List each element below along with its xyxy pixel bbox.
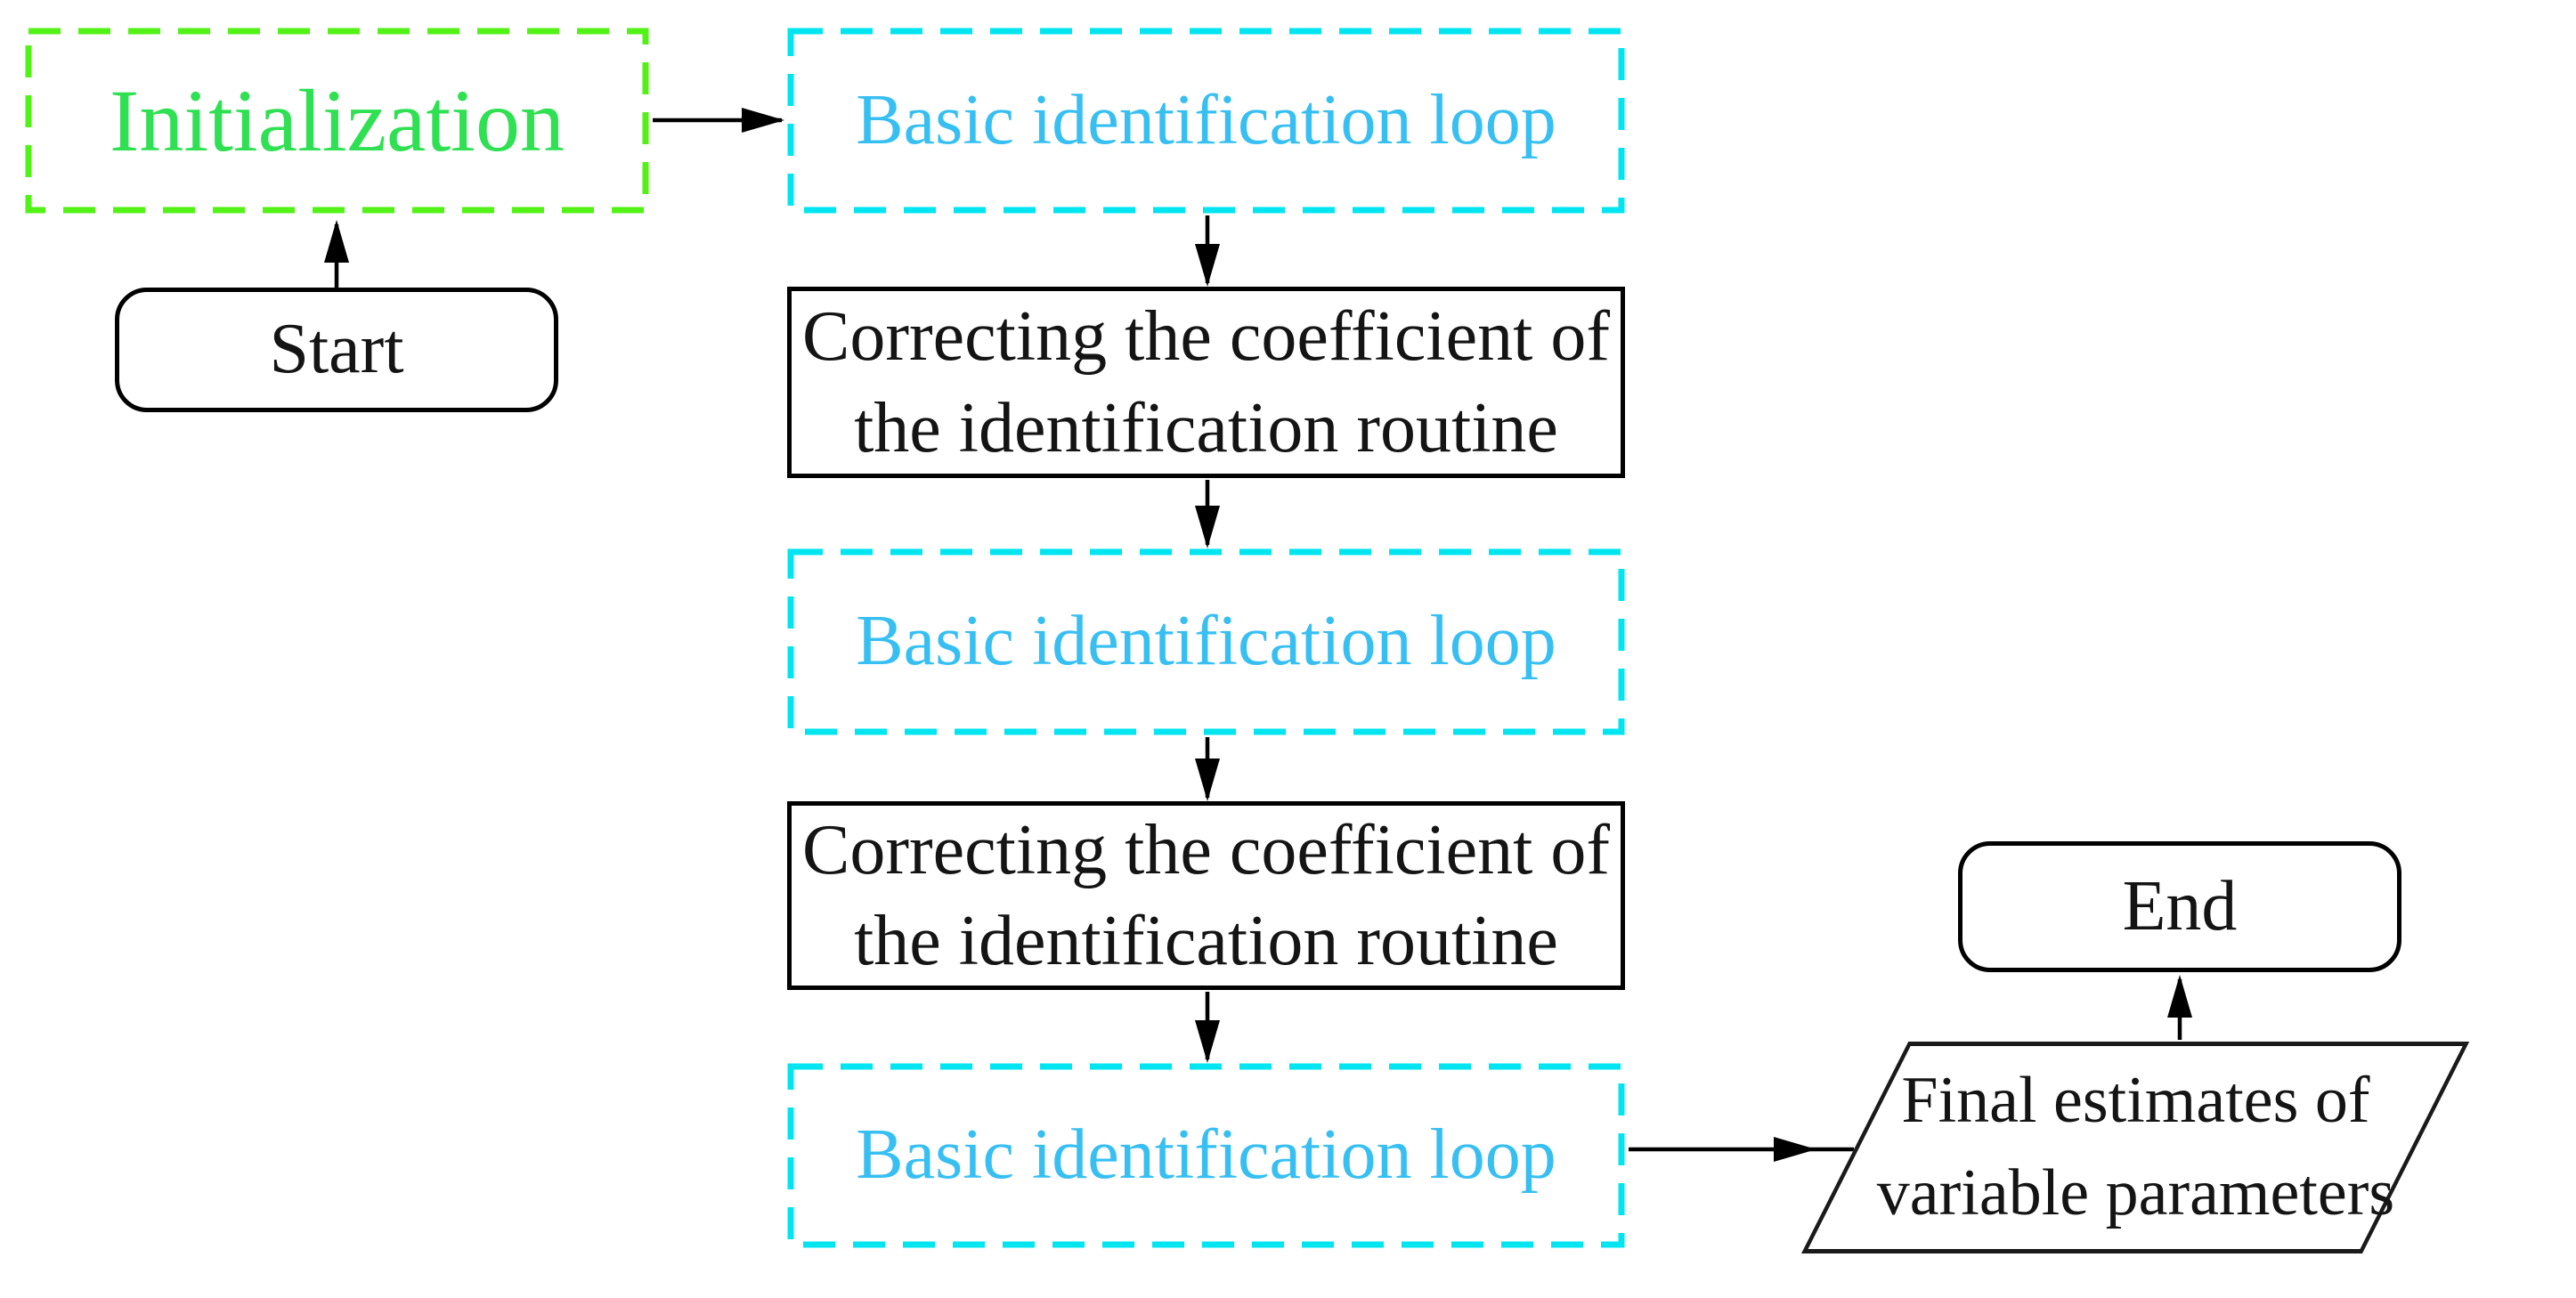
node-final-estimates: Final estimates of variable parameters (1801, 1042, 2470, 1253)
node-label-correcting-1: Correcting the coefficient of the identi… (802, 291, 1610, 474)
arrow-basic-loop-1-to-correcting-1 (1195, 215, 1220, 287)
node-start: Start (115, 288, 558, 412)
correcting-2-line-1: Correcting the coefficient of (801, 810, 1611, 889)
node-label-start: Start (269, 310, 404, 389)
arrow-correcting-2-to-basic-loop-3 (1195, 992, 1220, 1063)
arrow-basic-loop-2-to-correcting-2 (1195, 737, 1220, 801)
node-label-initialization: Initialization (110, 70, 565, 170)
correcting-2-line-2: the identification routine (854, 902, 1558, 980)
node-initialization: Initialization (25, 28, 649, 214)
node-label-final-estimates: Final estimates of variable parameters (1877, 1055, 2394, 1239)
node-basic-loop-1: Basic identification loop (787, 28, 1625, 214)
green-dashed-border (25, 28, 649, 214)
node-basic-loop-2: Basic identification loop (787, 548, 1625, 735)
cyan-dashed-border (787, 28, 1625, 214)
node-basic-loop-3: Basic identification loop (787, 1063, 1625, 1248)
arrow-start-to-initialization (324, 220, 349, 289)
node-correcting-1: Correcting the coefficient of the identi… (787, 287, 1625, 478)
node-label-correcting-2: Correcting the coefficient of the identi… (802, 805, 1610, 987)
arrow-initialization-to-basic-loop-1 (653, 108, 784, 133)
node-correcting-2: Correcting the coefficient of the identi… (787, 801, 1625, 990)
cyan-dashed-border (787, 548, 1625, 735)
final-estimates-line-2: variable parameters (1876, 1156, 2395, 1229)
arrow-final-estimates-to-end (2167, 975, 2192, 1040)
correcting-1-line-1: Correcting the coefficient of (801, 297, 1611, 377)
node-end: End (1958, 841, 2401, 972)
node-label-basic-loop-1: Basic identification loop (856, 80, 1556, 159)
node-label-end: End (2122, 866, 2238, 945)
cyan-dashed-border (787, 1063, 1625, 1248)
correcting-1-line-2: the identification routine (854, 388, 1558, 467)
arrow-correcting-1-to-basic-loop-2 (1195, 480, 1220, 548)
final-estimates-line-1: Final estimates of (1901, 1064, 2370, 1138)
node-label-basic-loop-2: Basic identification loop (856, 602, 1556, 681)
node-label-basic-loop-3: Basic identification loop (856, 1115, 1556, 1195)
